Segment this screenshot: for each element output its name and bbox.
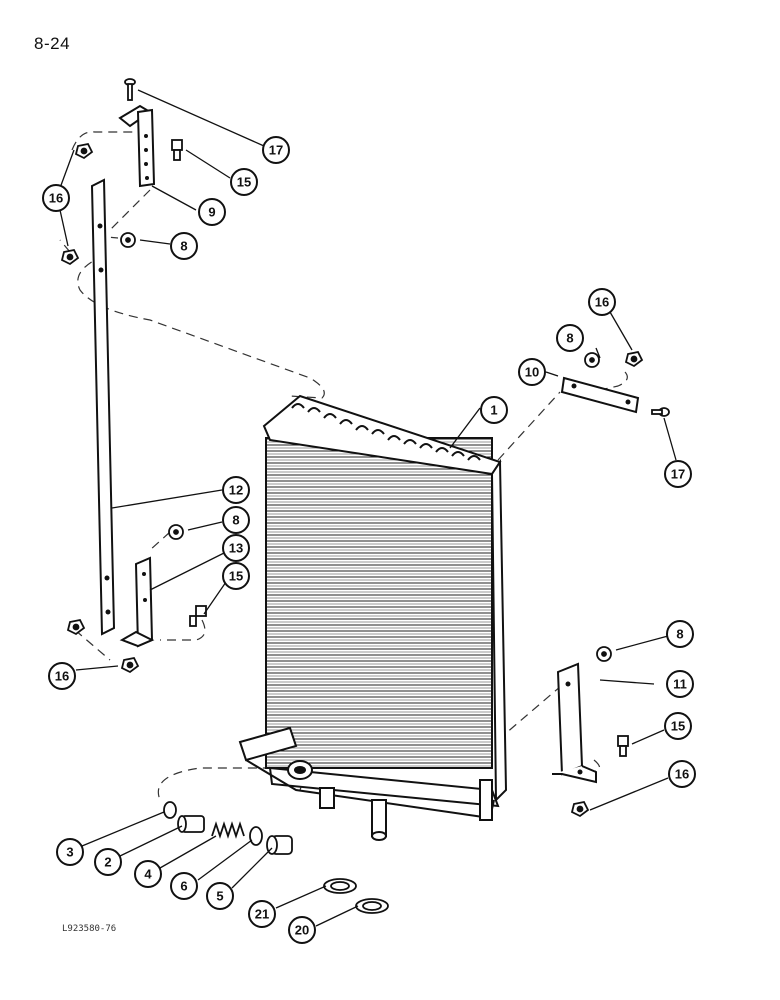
nut-16-f [570, 800, 590, 818]
callout-20: 20 [288, 916, 316, 944]
o-ring-3 [163, 801, 177, 819]
callout-12: 12 [222, 476, 250, 504]
svg-text:9: 9 [208, 205, 215, 220]
bolt-15-top [171, 139, 183, 161]
callout-8-upper-right: 8 [556, 324, 584, 352]
lower-bracket [119, 556, 155, 648]
radiator-core [238, 394, 508, 841]
callout-13: 13 [222, 534, 250, 562]
callout-16-lower-left: 16 [48, 662, 76, 690]
callout-8-left: 8 [170, 232, 198, 260]
svg-text:15: 15 [671, 719, 685, 734]
nut-16-a [74, 142, 94, 160]
svg-text:8: 8 [232, 513, 239, 528]
bolt-15-right [617, 735, 629, 757]
callout-11: 11 [666, 670, 694, 698]
svg-text:10: 10 [525, 365, 539, 380]
nut-16-e [624, 350, 644, 368]
capscrew-8-upper-right [584, 352, 600, 368]
callout-5: 5 [206, 882, 234, 910]
leader-lines [59, 89, 677, 927]
capscrew-8-middle [168, 524, 184, 540]
hardware [60, 78, 670, 914]
svg-text:17: 17 [671, 467, 685, 482]
callout-17-right: 17 [664, 460, 692, 488]
callout-16-left: 16 [42, 184, 70, 212]
callout-15-right: 15 [664, 712, 692, 740]
callout-15-middle: 15 [222, 562, 250, 590]
assembly-lines [59, 131, 628, 801]
callout-6: 6 [170, 872, 198, 900]
svg-text:16: 16 [595, 295, 609, 310]
svg-text:15: 15 [237, 175, 251, 190]
svg-text:1: 1 [490, 403, 497, 418]
callout-16-upper-right: 16 [588, 288, 616, 316]
reference-code: L923580-76 [62, 924, 117, 934]
svg-text:16: 16 [55, 669, 69, 684]
seal-21 [323, 878, 357, 894]
upper-right-bracket [560, 376, 640, 414]
callouts: 1 17 15 9 16 8 16 8 10 17 12 8 13 15 16 … [42, 136, 696, 944]
svg-text:16: 16 [675, 767, 689, 782]
valve-body-2 [177, 815, 205, 833]
callout-4: 4 [134, 860, 162, 888]
callout-9: 9 [198, 198, 226, 226]
callout-8-middle: 8 [222, 506, 250, 534]
nut-16-c [66, 618, 86, 636]
svg-text:20: 20 [295, 923, 309, 938]
washer-6 [249, 826, 263, 846]
upper-bracket [118, 104, 156, 188]
callout-1: 1 [480, 396, 508, 424]
svg-text:8: 8 [676, 627, 683, 642]
svg-text:16: 16 [49, 191, 63, 206]
screw-17-right [651, 407, 670, 417]
callout-8-lower-right: 8 [666, 620, 694, 648]
callout-2: 2 [94, 848, 122, 876]
callout-21: 21 [248, 900, 276, 928]
callout-3: 3 [56, 838, 84, 866]
svg-text:21: 21 [255, 907, 269, 922]
svg-text:5: 5 [216, 889, 223, 904]
screw-17-top [124, 78, 136, 101]
svg-text:2: 2 [104, 855, 111, 870]
svg-text:8: 8 [180, 239, 187, 254]
callout-15-top: 15 [230, 168, 258, 196]
nut-16-b [60, 248, 80, 266]
callout-10: 10 [518, 358, 546, 386]
svg-text:15: 15 [229, 569, 243, 584]
lower-right-bracket [552, 662, 597, 784]
svg-text:3: 3 [66, 845, 73, 860]
svg-text:12: 12 [229, 483, 243, 498]
svg-text:17: 17 [269, 143, 283, 158]
capscrew-8-lower-right [596, 646, 612, 662]
long-strap [90, 178, 116, 636]
svg-text:13: 13 [229, 541, 243, 556]
page-number: 8-24 [34, 34, 71, 53]
seal-20 [355, 898, 389, 914]
callout-16-lower-right: 16 [668, 760, 696, 788]
nut-16-d [120, 656, 140, 674]
svg-text:6: 6 [180, 879, 187, 894]
callout-17-top: 17 [262, 136, 290, 164]
spring-4 [211, 821, 245, 839]
svg-text:8: 8 [566, 331, 573, 346]
svg-text:4: 4 [144, 867, 152, 882]
capscrew-8-left [120, 232, 136, 248]
plug-5 [266, 835, 293, 855]
svg-text:11: 11 [673, 677, 687, 692]
